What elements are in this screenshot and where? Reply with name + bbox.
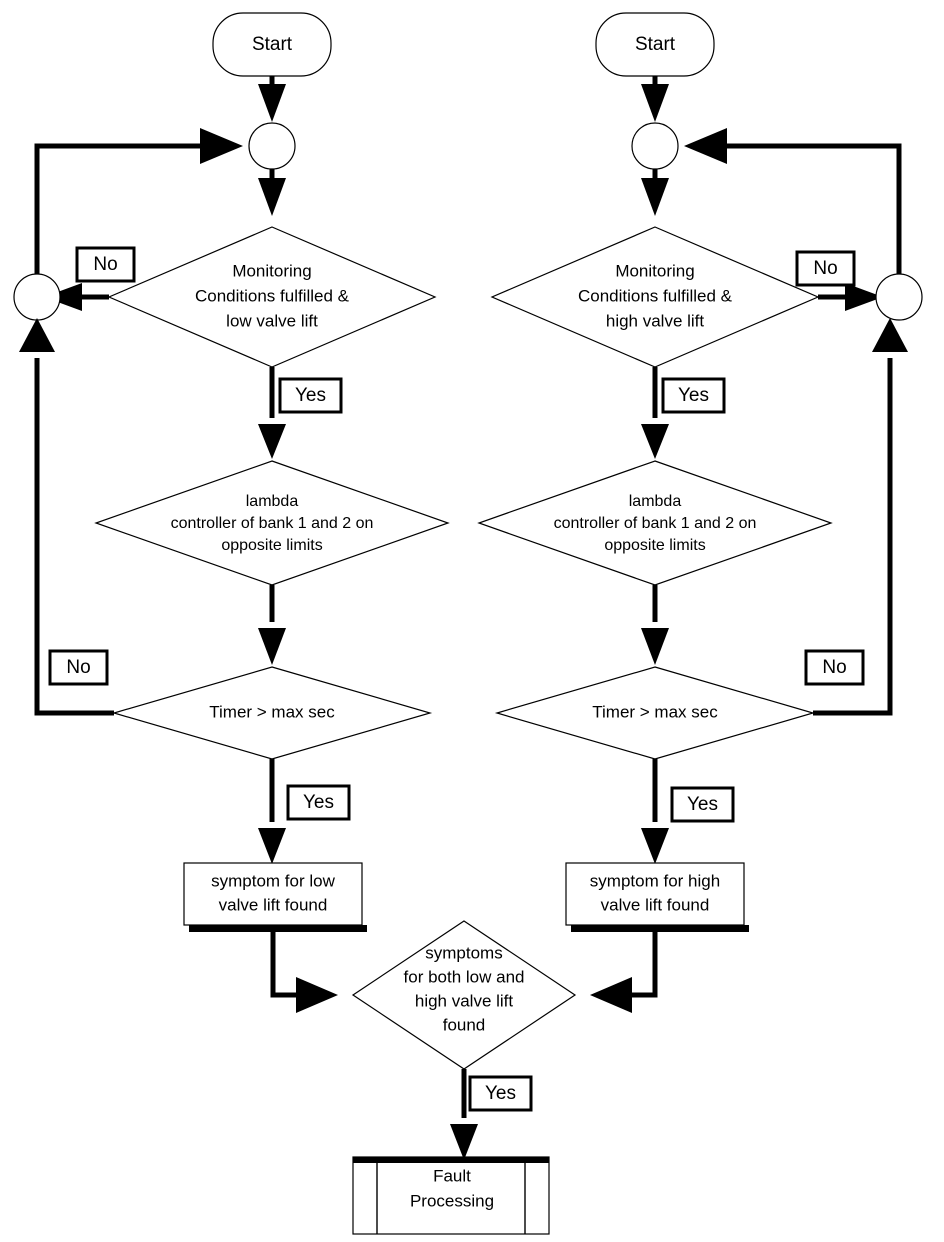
- left-monitoring-yes-text: Yes: [295, 385, 326, 406]
- right-monitoring-line2: Conditions fulfilled &: [578, 286, 733, 305]
- merge-symptoms-decision: symptoms for both low and high valve lif…: [351, 920, 577, 1070]
- merge-symptoms-line1: symptoms: [425, 943, 502, 962]
- right-lambda-to-timer-arrow: [641, 585, 669, 665]
- right-symptom-to-merge-edge: [590, 932, 658, 1013]
- right-lambda-line1: lambda: [629, 493, 682, 510]
- left-lambda-line2: controller of bank 1 and 2 on: [171, 515, 374, 532]
- right-monitoring-no-label: No: [795, 250, 856, 287]
- merge-yes-label: Yes: [468, 1075, 533, 1112]
- right-lambda-line3: opposite limits: [604, 537, 705, 554]
- right-monitoring-yes-edge: [641, 367, 669, 459]
- right-start-to-junction-arrow: [641, 76, 669, 122]
- left-loopback-junction-circle: [13, 273, 61, 321]
- left-timer-no-text: No: [66, 657, 90, 678]
- left-monitoring-line3: low valve lift: [226, 311, 318, 330]
- left-loopback-to-top-arrow: [34, 128, 243, 274]
- merge-yes-edge: [450, 1069, 478, 1160]
- right-top-junction-circle: [631, 122, 679, 170]
- left-junction-to-monitoring-arrow: [258, 169, 286, 216]
- right-loopback-junction-circle: [875, 273, 923, 321]
- right-monitoring-yes-label: Yes: [661, 377, 726, 414]
- left-monitoring-line1: Monitoring: [232, 261, 311, 280]
- left-timer-no-label: No: [48, 649, 109, 686]
- left-symptom-process-box: symptom for low valve lift found: [183, 862, 367, 932]
- left-start-to-junction-arrow: [258, 76, 286, 122]
- left-monitoring-line2: Conditions fulfilled &: [195, 286, 350, 305]
- right-monitoring-decision: Monitoring Conditions fulfilled & high v…: [490, 226, 820, 368]
- right-start-label: Start: [635, 34, 676, 55]
- right-timer-yes-text: Yes: [687, 794, 718, 815]
- left-lambda-line1: lambda: [246, 493, 299, 510]
- left-timer-yes-edge: [258, 759, 286, 864]
- right-monitoring-no-edge: [818, 283, 883, 311]
- left-lambda-to-timer-arrow: [258, 585, 286, 665]
- right-monitoring-line1: Monitoring: [615, 261, 694, 280]
- right-lambda-decision: lambda controller of bank 1 and 2 on opp…: [477, 460, 833, 586]
- left-top-junction-circle: [248, 122, 296, 170]
- merge-symptoms-line3: high valve lift: [415, 991, 514, 1010]
- left-timer-yes-label: Yes: [286, 784, 351, 821]
- right-symptom-process-box: symptom for high valve lift found: [565, 862, 749, 932]
- left-monitoring-no-label: No: [75, 246, 136, 283]
- merge-yes-text: Yes: [485, 1083, 516, 1104]
- merge-symptoms-line2: for both low and: [404, 967, 525, 986]
- merge-symptoms-line4: found: [443, 1015, 486, 1034]
- fault-processing-box: Fault Processing: [352, 1156, 550, 1235]
- left-timer-decision: Timer > max sec: [111, 666, 433, 760]
- left-timer-label: Timer > max sec: [209, 702, 335, 721]
- right-monitoring-yes-text: Yes: [678, 385, 709, 406]
- left-symptom-line1: symptom for low: [211, 871, 335, 890]
- right-timer-no-label: No: [804, 649, 865, 686]
- left-start-terminator: Start: [212, 12, 332, 77]
- left-monitoring-decision: Monitoring Conditions fulfilled & low va…: [107, 226, 437, 368]
- right-monitoring-line3: high valve lift: [606, 311, 705, 330]
- right-lambda-line2: controller of bank 1 and 2 on: [554, 515, 757, 532]
- left-lambda-line3: opposite limits: [221, 537, 322, 554]
- left-monitoring-yes-edge: [258, 367, 286, 459]
- left-timer-yes-text: Yes: [303, 792, 334, 813]
- left-lambda-decision: lambda controller of bank 1 and 2 on opp…: [94, 460, 450, 586]
- right-timer-yes-edge: [641, 759, 669, 864]
- right-timer-label: Timer > max sec: [592, 702, 718, 721]
- left-symptom-to-merge-edge: [270, 932, 338, 1013]
- fault-processing-line2: Processing: [410, 1191, 494, 1210]
- left-monitoring-no-edge: [44, 283, 109, 311]
- right-junction-to-monitoring-arrow: [641, 169, 669, 216]
- right-symptom-line1: symptom for high: [590, 871, 720, 890]
- right-timer-no-edge: [813, 318, 908, 716]
- left-monitoring-yes-label: Yes: [278, 377, 343, 414]
- right-symptom-line2: valve lift found: [601, 895, 710, 914]
- right-timer-no-text: No: [822, 657, 846, 678]
- right-timer-decision: Timer > max sec: [494, 666, 816, 760]
- left-monitoring-no-text: No: [93, 254, 117, 275]
- right-timer-yes-label: Yes: [670, 786, 735, 823]
- right-monitoring-no-text: No: [813, 258, 837, 279]
- left-start-label: Start: [252, 34, 293, 55]
- right-loopback-to-top-arrow: [684, 128, 902, 274]
- fault-processing-line1: Fault: [433, 1166, 471, 1185]
- left-timer-no-edge: [19, 318, 114, 716]
- left-symptom-line2: valve lift found: [219, 895, 328, 914]
- right-start-terminator: Start: [595, 12, 715, 77]
